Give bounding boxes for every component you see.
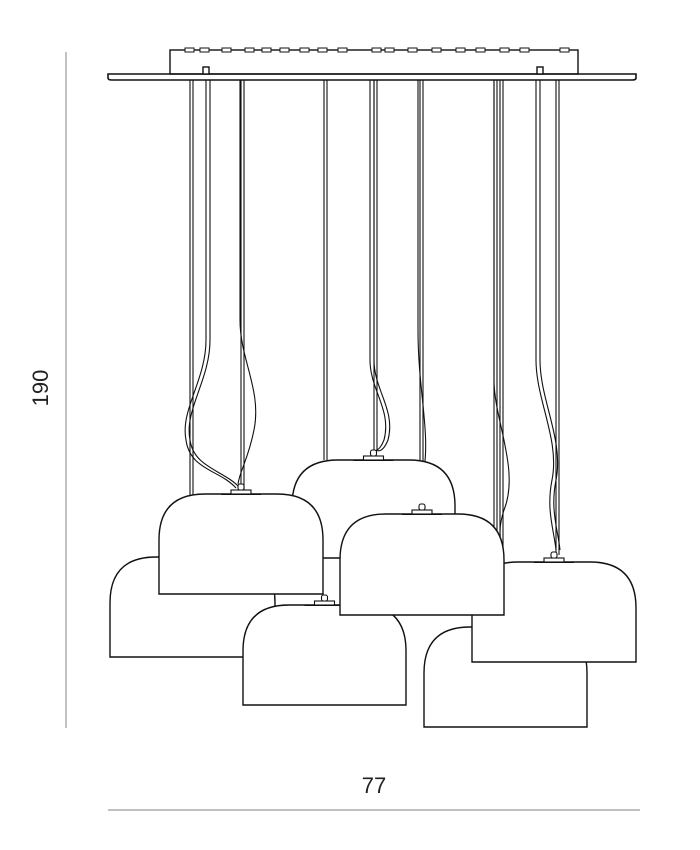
- canopy-screw: [221, 47, 232, 53]
- width-dimension-label: 77: [362, 773, 386, 798]
- power-cord: [188, 80, 241, 489]
- lamp-shades: [109, 449, 637, 728]
- lamp-shade-left-upper: [158, 483, 324, 595]
- shade-fitting: [313, 600, 336, 606]
- shade-fitting-knob: [320, 594, 329, 602]
- canopy-screw: [337, 47, 348, 53]
- height-dimension-label: 190: [28, 370, 53, 407]
- canopy-screw: [431, 47, 442, 53]
- canopy-box: [169, 49, 579, 75]
- shade-fitting: [362, 455, 385, 461]
- canopy-screw: [519, 47, 530, 53]
- shade-body: [339, 513, 505, 616]
- power-cord: [539, 80, 561, 551]
- shade-fitting-knob: [418, 503, 426, 511]
- canopy-screw: [475, 47, 486, 53]
- canopy-screw: [384, 47, 395, 53]
- power-cord: [417, 80, 427, 503]
- power-cord: [535, 80, 557, 551]
- canopy-screw: [499, 47, 510, 53]
- canopy-screw: [199, 47, 210, 53]
- lamp-shade-center-front: [339, 503, 505, 616]
- shade-body: [158, 493, 324, 595]
- canopy-screw: [371, 47, 382, 53]
- canopy-screw: [455, 47, 466, 53]
- shade-fitting-knob: [237, 483, 245, 491]
- shade-fitting: [411, 509, 433, 515]
- shade-fitting: [230, 489, 252, 495]
- canopy-screw: [407, 47, 418, 53]
- shade-fitting-knob: [550, 551, 558, 559]
- power-cord: [184, 80, 237, 489]
- canopy-screws: [184, 47, 570, 53]
- canopy-screw: [559, 47, 570, 53]
- ceiling-canopy: [107, 47, 637, 81]
- cord-grip-right: [536, 66, 544, 75]
- canopy-screw: [261, 47, 272, 53]
- power-cord: [373, 80, 391, 452]
- shade-body: [242, 604, 407, 706]
- power-cord: [493, 80, 510, 546]
- canopy-plate: [107, 73, 637, 81]
- power-cord: [369, 80, 387, 452]
- cord-grip-left: [202, 66, 210, 75]
- canopy-screw: [299, 47, 310, 53]
- power-cord: [237, 80, 257, 485]
- canopy-screw: [279, 47, 290, 53]
- canopy-screw: [317, 47, 328, 53]
- canopy-screw: [184, 47, 195, 53]
- canopy-screw: [244, 47, 255, 53]
- suspension-cables: [184, 80, 561, 565]
- shade-fitting-knob: [369, 449, 378, 457]
- shade-fitting: [543, 557, 565, 563]
